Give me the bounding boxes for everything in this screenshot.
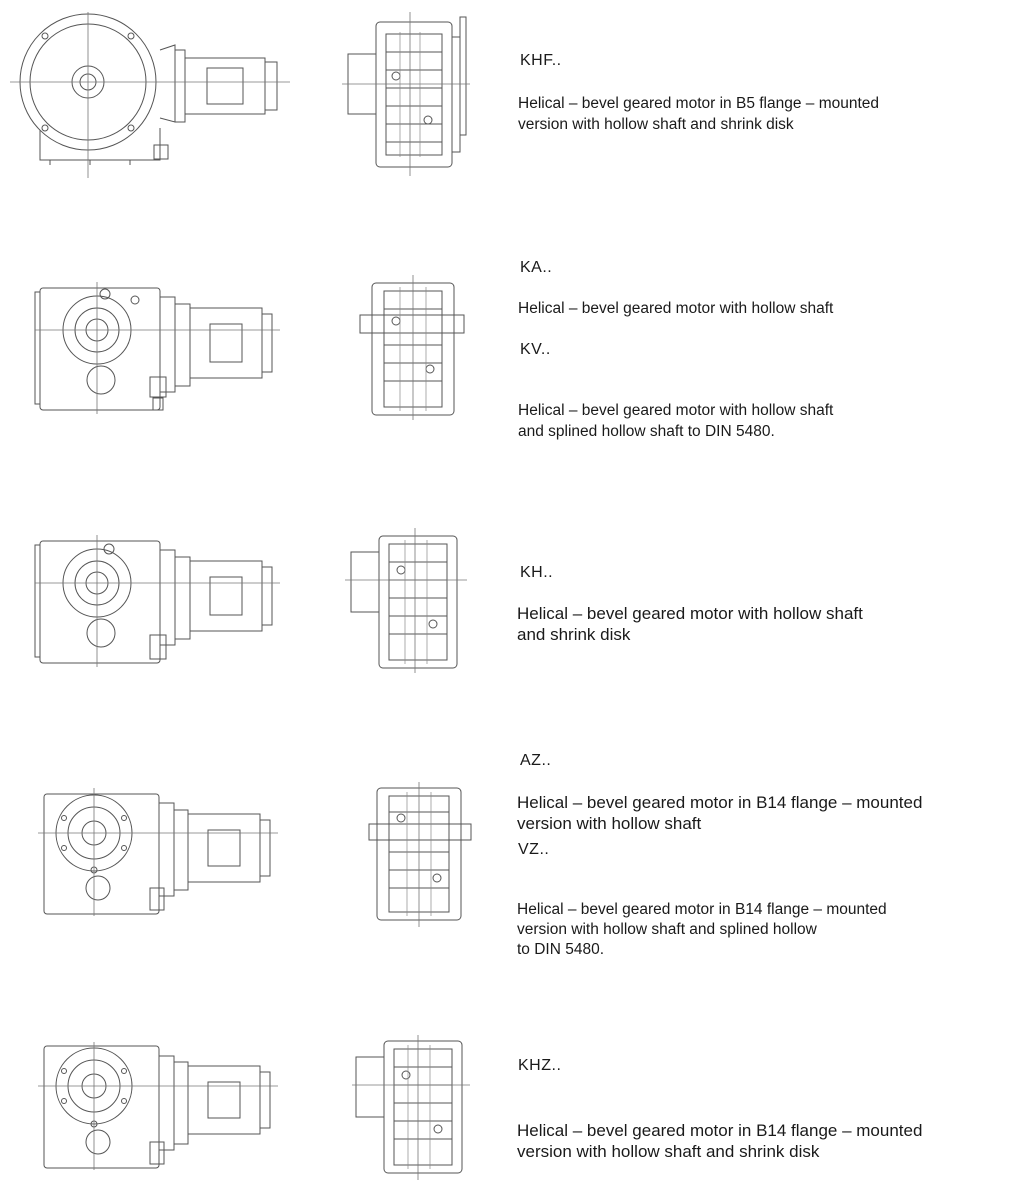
khz-description-line-2: version with hollow shaft and shrink dis… [517, 1142, 820, 1161]
kh-side-view-drawing [34, 535, 285, 670]
az-front-view-drawing [365, 782, 475, 927]
kv-code: KV.. [520, 341, 551, 358]
az-description-line-1: Helical – bevel geared motor in B14 flan… [517, 793, 923, 812]
az-code: AZ.. [520, 752, 552, 769]
kh-code: KH.. [520, 564, 554, 581]
khf-description-line-2: version with hollow shaft and shrink dis… [518, 116, 794, 133]
ka-description: Helical – bevel geared motor with hollow… [518, 300, 834, 317]
vz-description-line-3: to DIN 5480. [517, 941, 605, 958]
ka-front-view-drawing [359, 275, 470, 420]
kv-description-line-2: and splined hollow shaft to DIN 5480. [518, 423, 775, 440]
az-description-line-2: version with hollow shaft [517, 814, 702, 833]
kh-description-line-2: and shrink disk [517, 625, 631, 644]
khz-description-line-1: Helical – bevel geared motor in B14 flan… [517, 1121, 923, 1140]
khz-side-view-drawing [38, 1042, 283, 1172]
khf-code: KHF.. [520, 52, 562, 69]
vz-description-line-2: version with hollow shaft and splined ho… [517, 921, 817, 938]
vz-description-line-1: Helical – bevel geared motor in B14 flan… [517, 901, 887, 918]
ka-code: KA.. [520, 259, 553, 276]
kh-description-line-1: Helical – bevel geared motor with hollow… [517, 604, 863, 623]
kh-front-view-drawing [345, 528, 470, 673]
az-side-view-drawing [38, 788, 283, 918]
ka-side-view-drawing [34, 282, 285, 417]
khf-front-view-drawing [342, 12, 472, 177]
khf-side-view-drawing [10, 10, 290, 180]
khf-description-line-1: Helical – bevel geared motor in B5 flang… [518, 95, 880, 112]
khz-front-view-drawing [352, 1035, 472, 1180]
vz-code: VZ.. [518, 841, 550, 858]
khz-code: KHZ.. [518, 1057, 562, 1074]
kv-description-line-1: Helical – bevel geared motor with hollow… [518, 402, 834, 419]
